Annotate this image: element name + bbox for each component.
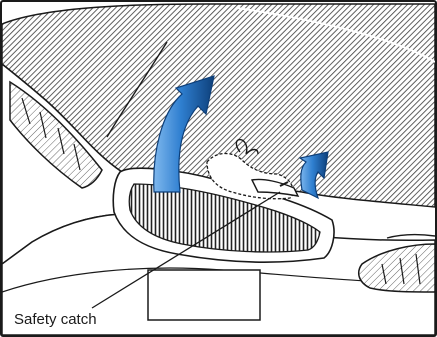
finger-outline [235, 138, 259, 155]
right-fender-line [386, 233, 435, 239]
callout-leader [91, 191, 281, 309]
curved-up-arrow-icon [153, 75, 215, 193]
grille [128, 183, 321, 253]
left-headlamp [9, 80, 103, 189]
hood-crease-right [236, 7, 435, 63]
right-headlamp-lines [381, 253, 421, 285]
catch-tip [279, 181, 289, 187]
headlamp-lines [21, 97, 81, 171]
hook-arrow-icon [298, 151, 329, 200]
hood-crease [106, 41, 168, 138]
safety-catch-label: Safety catch [14, 311, 97, 328]
license-plate [147, 269, 261, 321]
hood-release-illustration [2, 3, 435, 335]
safety-catch [250, 178, 300, 197]
